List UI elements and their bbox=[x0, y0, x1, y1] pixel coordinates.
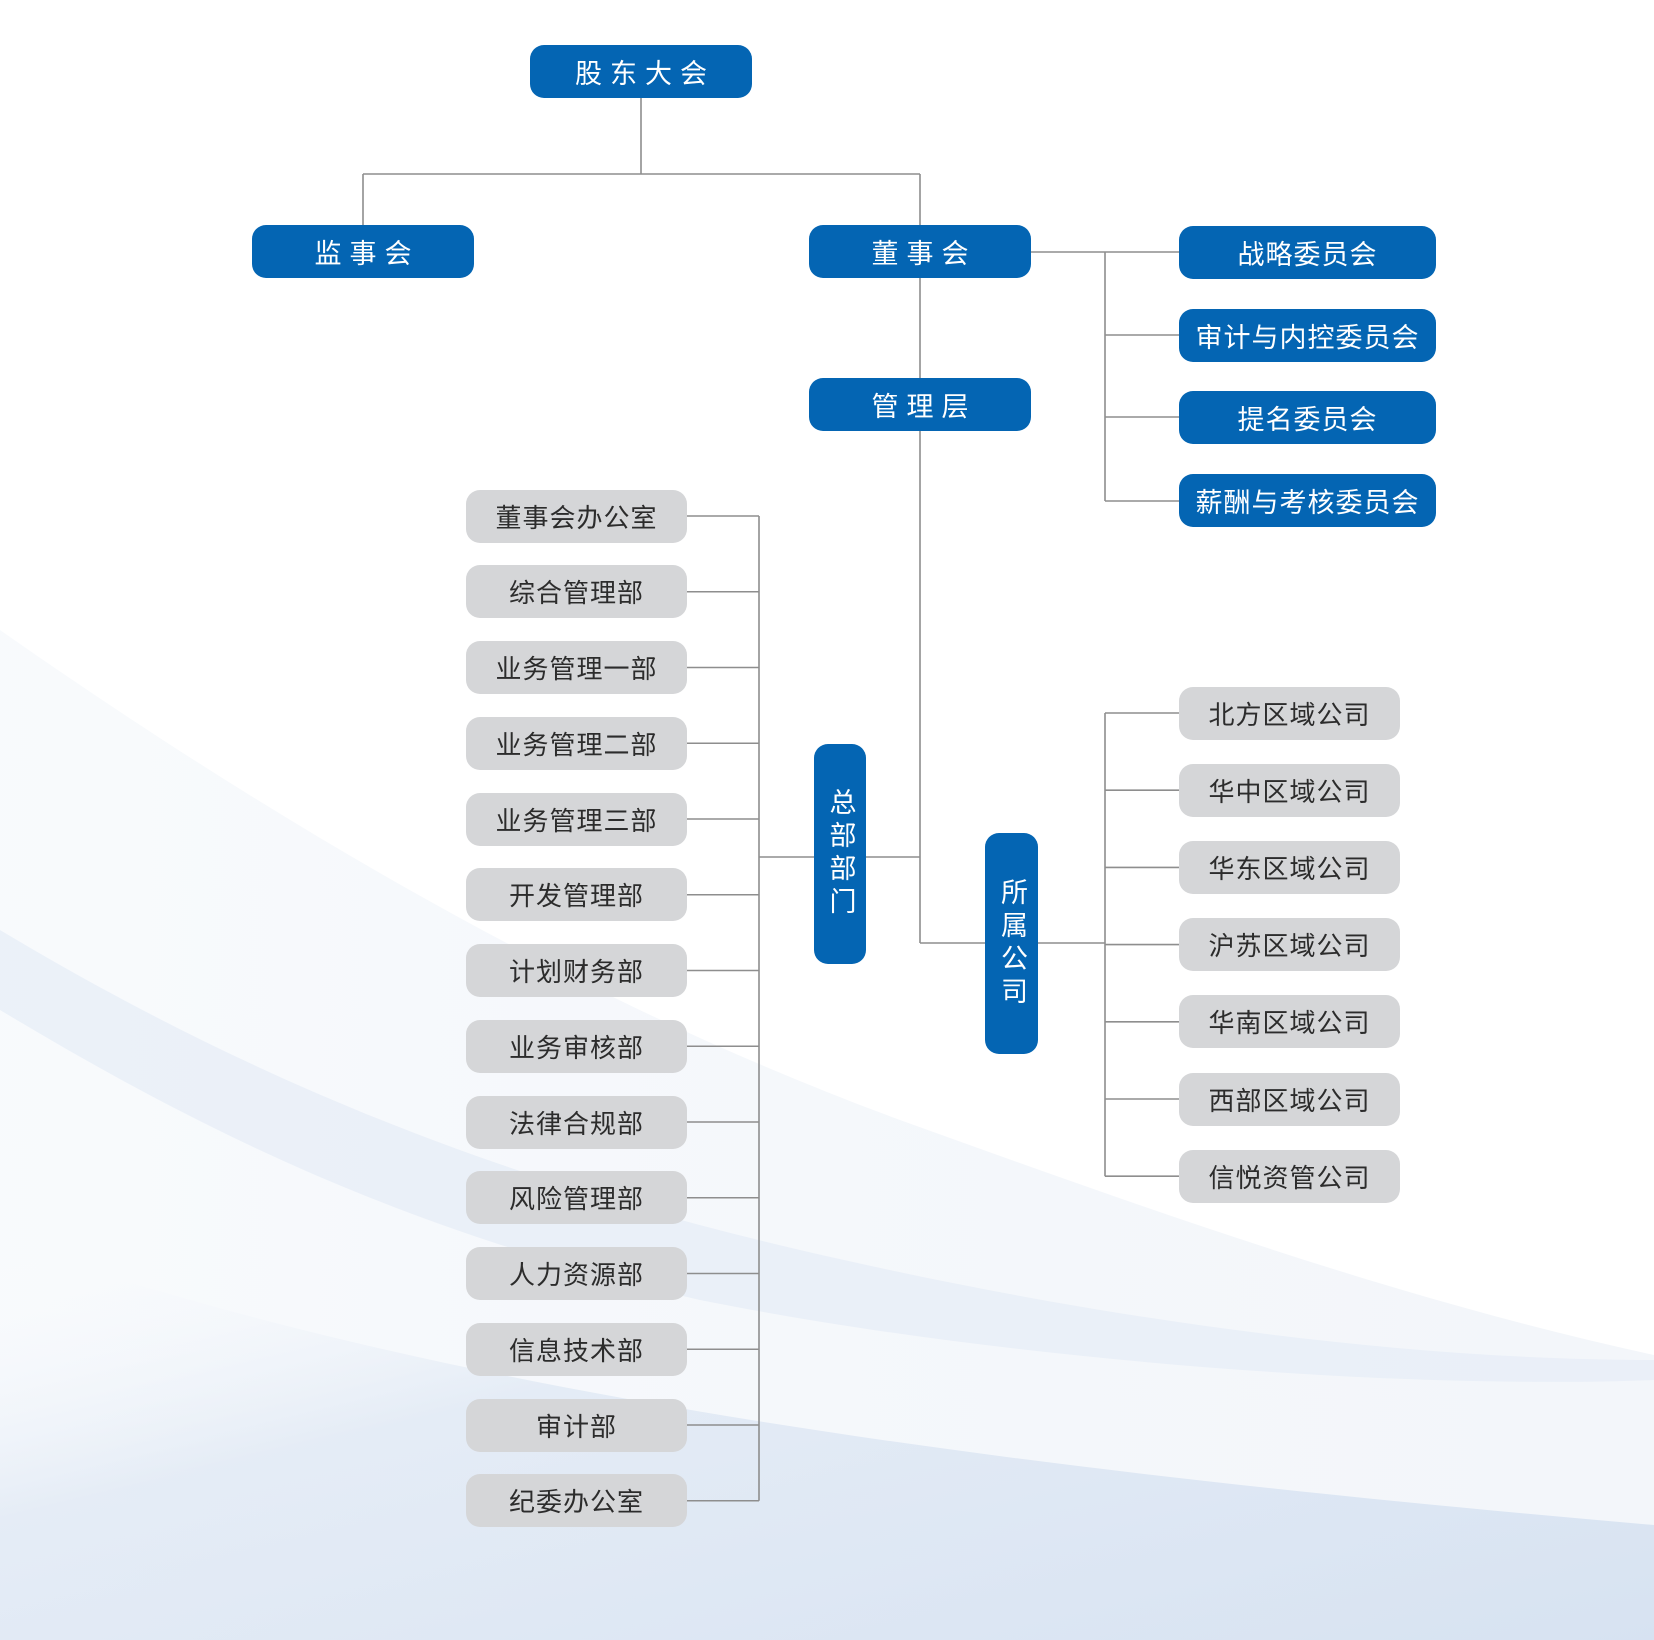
department-item[interactable]: 审计部 bbox=[466, 1398, 687, 1452]
department-label: 法律合规部 bbox=[508, 1109, 644, 1140]
department-item[interactable]: 风险管理部 bbox=[466, 1171, 687, 1225]
node-committee-audit[interactable]: 审计与内控委员会 bbox=[1179, 309, 1436, 362]
node-label: 审计与内控委员会 bbox=[1195, 323, 1420, 354]
node-committee-strategy[interactable]: 战略委员会 bbox=[1179, 226, 1436, 279]
company-label: 华东区域公司 bbox=[1208, 854, 1371, 885]
company-item[interactable]: 华南区域公司 bbox=[1179, 995, 1400, 1049]
department-item[interactable]: 法律合规部 bbox=[466, 1095, 687, 1149]
department-item[interactable]: 纪委办公室 bbox=[466, 1474, 687, 1528]
node-headquarters-departments[interactable]: 总部部门 bbox=[814, 744, 866, 964]
department-label: 业务管理一部 bbox=[495, 655, 658, 685]
department-item[interactable]: 综合管理部 bbox=[466, 565, 687, 619]
node-committee-nomination[interactable]: 提名委员会 bbox=[1179, 391, 1436, 444]
node-label: 董事会 bbox=[871, 239, 977, 270]
node-label: 总部部门 bbox=[824, 788, 856, 920]
company-label: 西部区域公司 bbox=[1208, 1086, 1371, 1117]
company-item[interactable]: 北方区域公司 bbox=[1179, 686, 1400, 740]
department-label: 开发管理部 bbox=[508, 882, 644, 913]
company-item[interactable]: 沪苏区域公司 bbox=[1179, 918, 1400, 972]
company-label: 华南区域公司 bbox=[1208, 1009, 1371, 1040]
node-management[interactable]: 管理层 bbox=[809, 378, 1031, 431]
node-committee-remuneration[interactable]: 薪酬与考核委员会 bbox=[1179, 474, 1436, 527]
company-label: 北方区域公司 bbox=[1208, 700, 1371, 731]
department-item[interactable]: 人力资源部 bbox=[466, 1247, 687, 1300]
department-item[interactable]: 业务审核部 bbox=[466, 1019, 687, 1073]
company-label: 沪苏区域公司 bbox=[1208, 932, 1371, 963]
company-label: 华中区域公司 bbox=[1208, 777, 1371, 808]
department-item[interactable]: 业务管理二部 bbox=[466, 716, 687, 770]
department-label: 业务管理二部 bbox=[495, 730, 658, 761]
node-subsidiaries[interactable]: 所属公司 bbox=[985, 833, 1038, 1054]
company-item[interactable]: 华东区域公司 bbox=[1179, 840, 1400, 894]
node-shareholders-meeting[interactable]: 股东大会 bbox=[530, 45, 752, 98]
department-label: 纪委办公室 bbox=[508, 1488, 644, 1519]
node-supervisory-board[interactable]: 监事会 bbox=[252, 225, 474, 278]
department-item[interactable]: 业务管理三部 bbox=[466, 792, 687, 846]
department-label: 综合管理部 bbox=[508, 579, 644, 610]
company-label: 信悦资管公司 bbox=[1208, 1163, 1371, 1194]
node-label: 战略委员会 bbox=[1237, 240, 1378, 271]
department-item[interactable]: 董事会办公室 bbox=[466, 489, 687, 543]
node-label: 监事会 bbox=[314, 239, 420, 270]
node-label: 管理层 bbox=[871, 392, 977, 423]
department-label: 业务审核部 bbox=[508, 1033, 644, 1064]
department-label: 业务管理三部 bbox=[495, 806, 658, 837]
department-label: 风险管理部 bbox=[508, 1185, 644, 1216]
node-label: 薪酬与考核委员会 bbox=[1195, 488, 1420, 519]
department-item[interactable]: 计划财务部 bbox=[466, 944, 687, 997]
department-label: 计划财务部 bbox=[508, 958, 644, 988]
node-label: 所属公司 bbox=[996, 877, 1027, 1010]
company-item[interactable]: 信悦资管公司 bbox=[1179, 1149, 1400, 1203]
company-item[interactable]: 华中区域公司 bbox=[1179, 763, 1400, 817]
department-label: 人力资源部 bbox=[508, 1261, 644, 1291]
department-item[interactable]: 业务管理一部 bbox=[466, 641, 687, 694]
node-label: 股东大会 bbox=[575, 59, 715, 90]
node-label: 提名委员会 bbox=[1237, 405, 1378, 436]
department-item[interactable]: 开发管理部 bbox=[466, 868, 687, 922]
company-item[interactable]: 西部区域公司 bbox=[1179, 1072, 1400, 1126]
department-item[interactable]: 信息技术部 bbox=[466, 1322, 687, 1376]
department-label: 董事会办公室 bbox=[495, 503, 658, 534]
department-label: 信息技术部 bbox=[508, 1336, 644, 1367]
node-board-of-directors[interactable]: 董事会 bbox=[809, 225, 1031, 278]
department-label: 审计部 bbox=[535, 1412, 617, 1443]
